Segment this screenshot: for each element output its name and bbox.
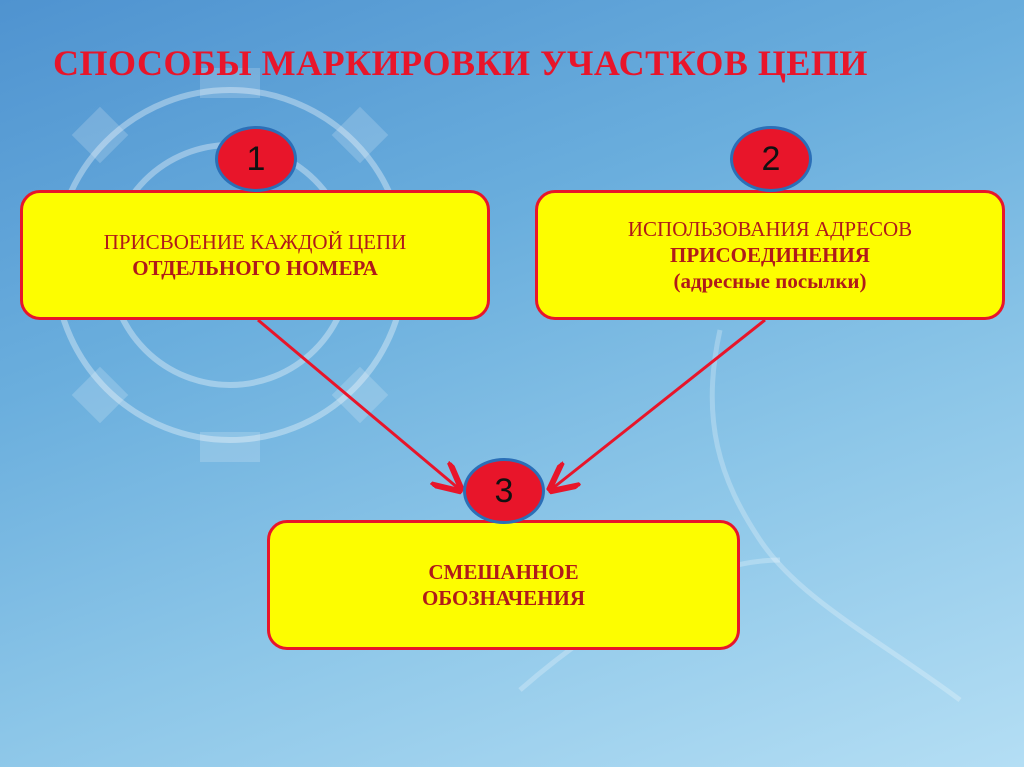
method-3-line1: СМЕШАННОЕ bbox=[428, 559, 579, 584]
method-box-2: ИСПОЛЬЗОВАНИЯ АДРЕСОВ ПРИСОЕДИНЕНИЯ (адр… bbox=[535, 190, 1005, 320]
number-badge-1: 1 bbox=[215, 126, 297, 192]
method-3-line2: ОБОЗНАЧЕНИЯ bbox=[421, 586, 586, 610]
arrow-1-to-3 bbox=[257, 318, 458, 488]
method-2-line2: ПРИСОЕДИНЕНИЯ bbox=[670, 242, 870, 267]
method-2-line1: ИСПОЛЬЗОВАНИЯ АДРЕСОВ bbox=[627, 216, 913, 241]
method-1-line1: ПРИСВОЕНИЕ КАЖДОЙ ЦЕПИ bbox=[103, 229, 407, 254]
method-box-1: ПРИСВОЕНИЕ КАЖДОЙ ЦЕПИ ОТДЕЛЬНОГО НОМЕРА bbox=[20, 190, 490, 320]
page-title: СПОСОБЫ МАРКИРОВКИ УЧАСТКОВ ЦЕПИ bbox=[53, 43, 868, 83]
method-2-line3: (адресные посылки) bbox=[673, 269, 867, 294]
number-badge-2: 2 bbox=[730, 126, 812, 192]
method-1-line2: ОТДЕЛЬНОГО НОМЕРА bbox=[132, 256, 378, 280]
arrow-2-to-3 bbox=[553, 318, 766, 488]
number-badge-3: 3 bbox=[463, 458, 545, 524]
method-box-3: СМЕШАННОЕ ОБОЗНАЧЕНИЯ bbox=[267, 520, 740, 650]
